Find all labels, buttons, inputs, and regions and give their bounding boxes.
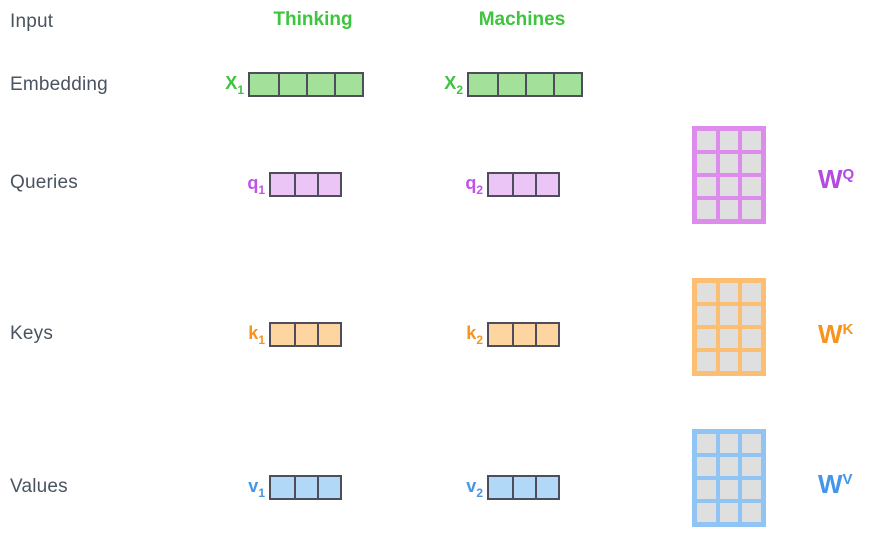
vector-label-q1: q1 <box>247 172 265 197</box>
matrix-cell <box>719 503 739 522</box>
matrix-cell <box>719 200 739 219</box>
matrix-cell <box>719 154 739 173</box>
vector-label-q2: q2 <box>465 172 483 197</box>
vector-cell <box>535 174 558 195</box>
embedding-vector-x1: X1 <box>225 72 364 97</box>
matrix-cell <box>742 200 761 219</box>
matrix-cell <box>697 329 716 348</box>
vector-cell <box>271 174 294 195</box>
matrix-cell <box>719 283 739 302</box>
vector-cell <box>489 324 512 345</box>
matrix-cell <box>742 306 761 325</box>
vector-cell <box>306 74 334 95</box>
vector-cells-x2 <box>467 72 583 97</box>
matrix-cell <box>742 177 761 196</box>
query-vector-q2: q2 <box>465 172 560 197</box>
vector-cells-k2 <box>487 322 560 347</box>
token-header-machines: Machines <box>478 9 566 30</box>
value-vector-v1: v1 <box>248 475 342 500</box>
matrix-cell <box>697 131 716 150</box>
embedding-vector-x2: X2 <box>444 72 583 97</box>
vector-cell <box>317 324 340 345</box>
matrix-cell <box>697 154 716 173</box>
matrix-cell <box>742 154 761 173</box>
matrix-cell <box>719 329 739 348</box>
vector-cell <box>535 477 558 498</box>
vector-cells-k1 <box>269 322 342 347</box>
vector-cell <box>512 324 535 345</box>
matrix-cell <box>697 352 716 371</box>
vector-cell <box>271 477 294 498</box>
vector-cell <box>250 74 278 95</box>
vector-cell <box>278 74 306 95</box>
vector-cell <box>512 174 535 195</box>
matrix-cell <box>697 200 716 219</box>
vector-cell <box>535 324 558 345</box>
matrix-cell <box>697 457 716 476</box>
matrix-label-wk: WK <box>818 319 854 349</box>
vector-cells-q2 <box>487 172 560 197</box>
matrix-cell <box>697 306 716 325</box>
matrix-cell <box>742 503 761 522</box>
matrix-cell <box>742 131 761 150</box>
key-vector-k1: k1 <box>248 322 342 347</box>
weight-matrix-wk <box>692 278 766 376</box>
vector-cell <box>271 324 294 345</box>
vector-cell <box>294 174 317 195</box>
matrix-cell <box>719 131 739 150</box>
vector-cell <box>489 174 512 195</box>
matrix-cell <box>719 177 739 196</box>
matrix-cell <box>719 352 739 371</box>
matrix-cell <box>697 177 716 196</box>
vector-cells-q1 <box>269 172 342 197</box>
vector-cells-x1 <box>248 72 364 97</box>
matrix-cell <box>719 306 739 325</box>
vector-cell <box>317 477 340 498</box>
matrix-cell <box>697 283 716 302</box>
query-vector-q1: q1 <box>247 172 342 197</box>
matrix-cell <box>697 503 716 522</box>
vector-label-v1: v1 <box>248 475 265 500</box>
vector-cell <box>525 74 553 95</box>
row-label-input: Input <box>10 11 54 32</box>
vector-cell <box>334 74 362 95</box>
matrix-cell <box>697 434 716 453</box>
matrix-label-wq: WQ <box>818 164 855 194</box>
matrix-cell <box>719 457 739 476</box>
matrix-cell <box>742 434 761 453</box>
weight-matrix-wv <box>692 429 766 527</box>
vector-label-v2: v2 <box>466 475 483 500</box>
vector-cell <box>294 477 317 498</box>
row-label-queries: Queries <box>10 172 78 193</box>
matrix-cell <box>742 283 761 302</box>
key-vector-k2: k2 <box>466 322 560 347</box>
vector-cell <box>553 74 581 95</box>
matrix-cell <box>697 480 716 499</box>
matrix-cell <box>719 480 739 499</box>
matrix-cell <box>742 457 761 476</box>
matrix-cell <box>742 352 761 371</box>
vector-cell <box>469 74 497 95</box>
vector-label-x1: X1 <box>225 72 244 97</box>
row-label-values: Values <box>10 476 68 497</box>
vector-cell <box>294 324 317 345</box>
vector-label-x2: X2 <box>444 72 463 97</box>
vector-cell <box>317 174 340 195</box>
vector-label-k1: k1 <box>248 322 265 347</box>
matrix-cell <box>742 329 761 348</box>
row-label-embedding: Embedding <box>10 74 108 95</box>
matrix-label-wv: WV <box>818 469 853 499</box>
vector-cell <box>497 74 525 95</box>
matrix-cell <box>719 434 739 453</box>
vector-cells-v2 <box>487 475 560 500</box>
token-header-thinking: Thinking <box>273 9 353 30</box>
vector-cells-v1 <box>269 475 342 500</box>
value-vector-v2: v2 <box>466 475 560 500</box>
matrix-cell <box>742 480 761 499</box>
vector-cell <box>489 477 512 498</box>
vector-label-k2: k2 <box>466 322 483 347</box>
vector-cell <box>512 477 535 498</box>
row-label-keys: Keys <box>10 323 54 344</box>
weight-matrix-wq <box>692 126 766 224</box>
